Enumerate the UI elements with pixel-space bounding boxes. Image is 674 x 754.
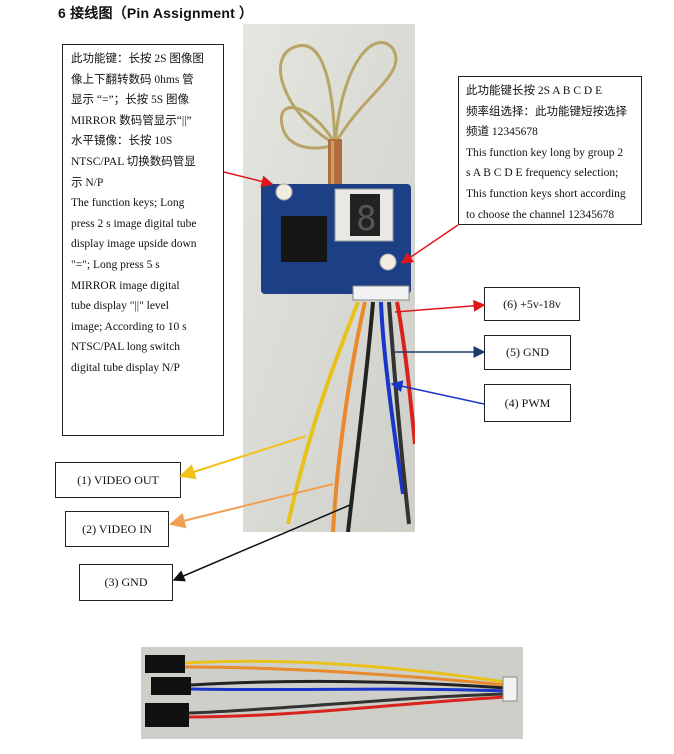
- pin1-label: (1) VIDEO OUT: [55, 462, 181, 498]
- note-line: 此功能键：长按 2S 图像图: [71, 53, 204, 65]
- pin2-label: (2) VIDEO IN: [65, 511, 169, 547]
- note-line: This function key long by group 2: [466, 146, 624, 159]
- note-line: 像上下翻转数码 0hms 管: [71, 73, 194, 86]
- note-line: 显示 “=”；长按 5S 图像: [71, 94, 189, 107]
- note-line: 此功能键长按 2S A B C D E: [466, 85, 603, 97]
- note-line: This function keys short according: [466, 187, 626, 200]
- pin4-label: (4) PWM: [484, 384, 571, 422]
- note-line: to choose the channel 12345678: [466, 208, 615, 221]
- note-line: MIRROR 数码管显示“||”: [71, 114, 192, 127]
- section-heading: 6 接线图（Pin Assignment ）: [58, 5, 254, 21]
- note-line: tube display "||" level: [71, 300, 169, 313]
- pin5-label: (5) GND: [484, 335, 571, 370]
- function-key-note-left: 此功能键：长按 2S 图像图 像上下翻转数码 0hms 管 显示 “=”；长按 …: [62, 44, 224, 436]
- pin3-label: (3) GND: [79, 564, 173, 601]
- note-line: image; According to 10 s: [71, 320, 187, 333]
- note-line: press 2 s image digital tube: [71, 217, 197, 230]
- transmitter-photo: 8: [243, 24, 415, 532]
- pin6-label: (6) +5v-18v: [484, 287, 580, 321]
- note-line: MIRROR image digital: [71, 279, 180, 292]
- note-line: digital tube display N/P: [71, 361, 180, 374]
- note-line: 频率组选择：此功能键短按选择: [466, 105, 627, 118]
- note-line: 水平镜像：长按 10S: [71, 135, 173, 148]
- function-key-note-right: 此功能键长按 2S A B C D E 频率组选择：此功能键短按选择 频道 12…: [458, 76, 642, 225]
- note-line: The function keys; Long: [71, 197, 185, 210]
- note-line: 示 N/P: [71, 176, 104, 189]
- cable-harness-photo: [141, 647, 523, 739]
- note-line: s A B C D E frequency selection;: [466, 167, 619, 180]
- note-line: "="; Long press 5 s: [71, 258, 160, 271]
- seven-seg-digit: 8: [356, 199, 376, 239]
- note-line: display image upside down: [71, 238, 197, 251]
- note-line: NTSC/PAL long switch: [71, 341, 181, 354]
- note-line: 频道 12345678: [466, 126, 538, 139]
- note-line: NTSC/PAL 切换数码管显: [71, 155, 196, 168]
